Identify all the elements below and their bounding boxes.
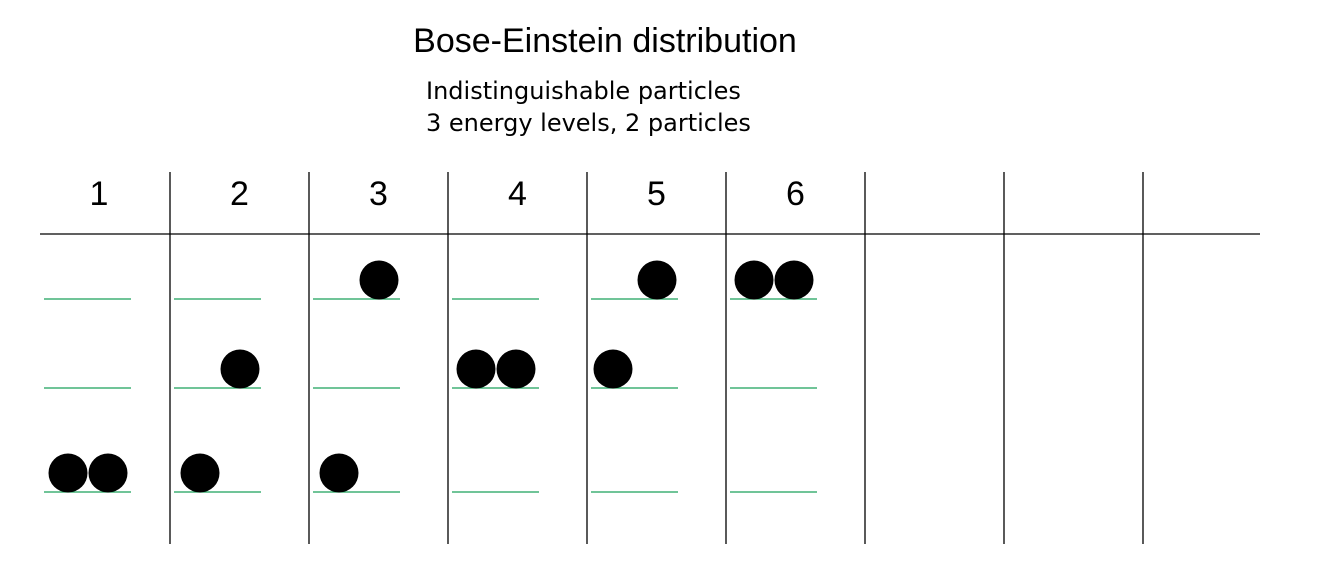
column-number: 4 — [508, 175, 527, 213]
particle — [734, 260, 774, 300]
particle — [359, 260, 399, 300]
particle — [48, 453, 88, 493]
particle — [88, 453, 128, 493]
column-number: 6 — [786, 175, 805, 213]
particle — [637, 260, 677, 300]
diagram-title: Bose-Einstein distribution — [413, 22, 797, 60]
column-number: 2 — [230, 175, 249, 213]
particle — [774, 260, 814, 300]
column-number: 5 — [647, 175, 666, 213]
column-number: 1 — [90, 175, 109, 213]
particle — [456, 349, 496, 389]
particle — [220, 349, 260, 389]
subtitle-line-2: 3 energy levels, 2 particles — [426, 109, 751, 137]
particle — [593, 349, 633, 389]
particle — [319, 453, 359, 493]
particle — [496, 349, 536, 389]
particle — [180, 453, 220, 493]
column-number: 3 — [369, 175, 388, 213]
subtitle-line-1: Indistinguishable particles — [426, 77, 741, 105]
